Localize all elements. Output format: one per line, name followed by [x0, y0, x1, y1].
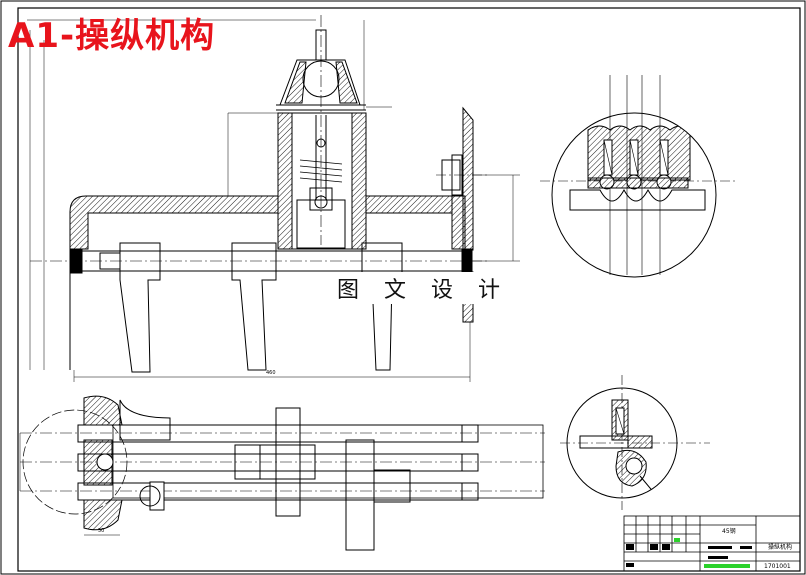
bottom-width-dimension: 50 [98, 528, 104, 534]
title-block-material: 45钢 [722, 527, 736, 535]
title-block [623, 515, 801, 572]
overall-length-dimension: 460 [266, 370, 276, 376]
top-view [19, 395, 545, 551]
detail-view-lock-pin [560, 375, 710, 510]
title-block-name: 操纵机构 [768, 543, 792, 551]
title-block-drawing-number: 1701001 [764, 563, 791, 570]
drawing-title: A1-操纵机构 [8, 16, 216, 56]
front-view [27, 15, 520, 382]
detail-view-interlock [540, 75, 735, 278]
watermark-text: 图 文 设 计 [333, 272, 513, 304]
